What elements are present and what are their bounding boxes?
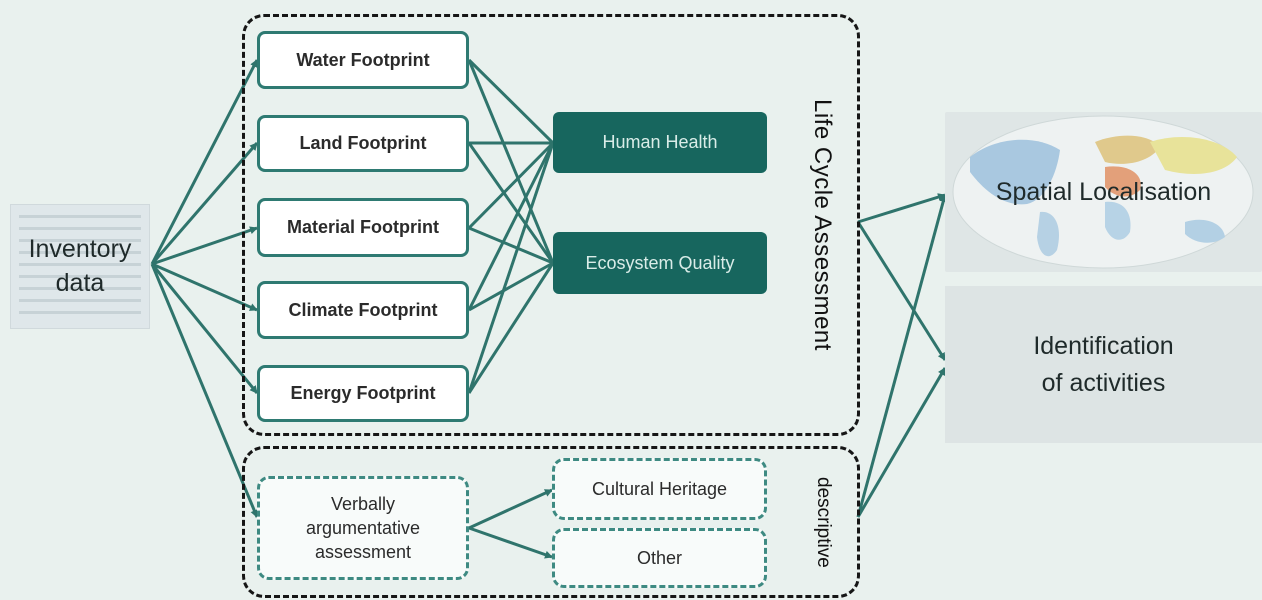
climate-footprint-box: Climate Footprint — [257, 281, 469, 339]
spatial-localisation-label: Spatial Localisation — [995, 177, 1212, 206]
material-footprint-box: Material Footprint — [257, 198, 469, 257]
arrow-descriptive-activities — [856, 367, 947, 518]
other-box: Other — [552, 528, 767, 588]
link-material-ecosystem — [468, 226, 554, 265]
link-water-ecosystem — [467, 59, 555, 264]
water-footprint-box: Water Footprint — [257, 31, 469, 89]
arrow-inventory-water — [150, 59, 259, 265]
ecosystem-quality-box: Ecosystem Quality — [553, 232, 767, 294]
descriptive-label: descriptive — [813, 477, 834, 568]
cultural-heritage-box: Cultural Heritage — [552, 458, 767, 520]
arrow-inventory-material — [151, 226, 258, 266]
identification-label-line-2: of activities — [1041, 368, 1166, 397]
link-energy-human — [467, 142, 555, 394]
arrow-inventory-climate — [151, 262, 258, 312]
arrow-inventory-land — [150, 142, 259, 265]
arrow-lca-spatial — [857, 193, 946, 224]
arrow-descriptive-spatial — [856, 194, 948, 518]
inventory-label-line-1: Inventory — [28, 235, 132, 264]
human-health-box: Human Health — [553, 112, 767, 173]
world-map-graphic — [952, 115, 1254, 269]
life-cycle-assessment-label: Life Cycle Assessment — [809, 99, 836, 351]
link-material-human — [467, 141, 555, 230]
arrow-lca-activities — [856, 221, 947, 361]
identification-of-activities-panel: Identification of activities — [945, 286, 1262, 443]
life-cycle-assessment-region — [242, 14, 860, 436]
link-land-ecosystem — [467, 142, 555, 264]
land-footprint-box: Land Footprint — [257, 115, 469, 172]
inventory-label-line-2: data — [55, 269, 105, 297]
arrow-verbal-cultural — [468, 488, 553, 530]
link-climate-human — [467, 142, 555, 311]
arrow-inventory-energy — [150, 263, 259, 394]
arrow-verbal-other — [468, 526, 553, 559]
identification-label-line-1: Identification — [1033, 332, 1174, 361]
inventory-data-label: Inventory data — [10, 229, 150, 305]
descriptive-region — [242, 446, 860, 598]
link-climate-ecosystem — [468, 261, 554, 312]
verbally-argumentative-assessment-box: Verbally argumentative assessment — [257, 476, 469, 580]
link-water-human — [467, 58, 555, 145]
energy-footprint-box: Energy Footprint — [257, 365, 469, 422]
spatial-localisation-panel: Spatial Localisation — [945, 112, 1262, 272]
link-energy-ecosystem — [467, 262, 555, 394]
inventory-thumbnail — [10, 204, 150, 329]
arrow-inventory-verbal — [150, 263, 259, 518]
